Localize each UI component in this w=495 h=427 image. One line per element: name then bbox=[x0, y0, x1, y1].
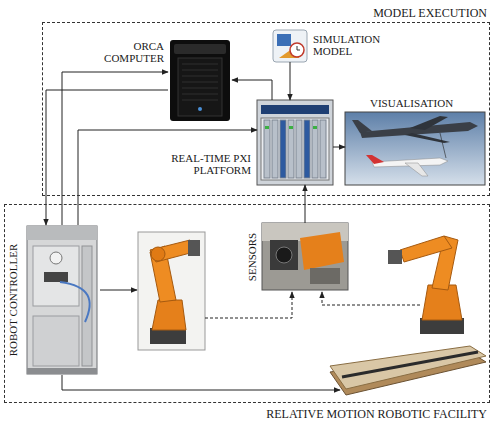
region-title: RELATIVE MOTION ROBOTIC FACILITY bbox=[266, 408, 487, 420]
region-title: MODEL EXECUTION bbox=[373, 7, 487, 19]
sensor-image: SENSORS bbox=[262, 223, 348, 290]
visualisation-screenshot-part bbox=[405, 163, 428, 176]
visualisation-screenshot-part bbox=[345, 112, 485, 185]
computer-image: ORCA COMPUTER bbox=[168, 38, 232, 122]
connector-arrow bbox=[232, 80, 272, 100]
robot-on-track-illustration-part bbox=[400, 236, 452, 262]
robot-arm-photo-part bbox=[138, 232, 205, 350]
robot-controller-cabinet-part bbox=[27, 226, 97, 240]
dashed-region: MODEL EXECUTIONORCA COMPUTERSIMULATION M… bbox=[42, 22, 490, 196]
model-icon: SIMULATION MODEL bbox=[273, 30, 307, 62]
layout-wires-part bbox=[322, 292, 420, 305]
pxi-chassis-illustration bbox=[257, 100, 333, 185]
sensor-photo-part bbox=[300, 232, 344, 270]
robot-controller-cabinet bbox=[27, 226, 97, 374]
visualisation-screenshot-part bbox=[352, 120, 372, 133]
connector-arrow bbox=[78, 130, 257, 225]
orca-computer-illustration-part bbox=[178, 58, 222, 116]
visualisation-screenshot bbox=[345, 112, 485, 185]
simulation-model-icon-part bbox=[277, 34, 291, 46]
simulation-model-icon-part bbox=[290, 43, 304, 57]
pxi-chassis-illustration-part bbox=[320, 120, 326, 178]
vertical-label: ROBOT CONTROLLER bbox=[7, 244, 19, 357]
robot-on-track-illustration-part bbox=[388, 250, 402, 264]
pxi-chassis-illustration-part bbox=[313, 126, 317, 129]
component-label: SIMULATION MODEL bbox=[313, 33, 395, 57]
simulation-model-icon bbox=[273, 30, 307, 62]
component-label: ORCA COMPUTER bbox=[96, 40, 164, 64]
connector-arrow bbox=[333, 147, 345, 148]
robot-arm-photo-part bbox=[150, 240, 194, 262]
sensor-photo-part bbox=[276, 247, 292, 263]
pxi-chassis-illustration-part bbox=[261, 105, 329, 114]
visualisation-screenshot-part bbox=[366, 155, 384, 164]
sensor-photo-part bbox=[270, 240, 298, 270]
orca-computer-illustration-part bbox=[170, 40, 230, 121]
sensor-photo bbox=[262, 223, 348, 290]
orca-computer-illustration-part bbox=[182, 100, 218, 101]
visualisation-screenshot-part bbox=[410, 116, 448, 130]
robot-arm-photo bbox=[138, 232, 205, 350]
orca-computer-illustration-part bbox=[182, 64, 218, 65]
orca-computer-illustration-part bbox=[174, 44, 226, 54]
robot-controller-cabinet-part bbox=[27, 368, 97, 374]
orca-computer-illustration bbox=[170, 40, 230, 121]
robot-arm-photo-part bbox=[188, 240, 200, 256]
visualisation-screenshot-part bbox=[440, 133, 446, 158]
robot-controller-cabinet-part bbox=[33, 316, 79, 366]
sensor-photo-part bbox=[310, 268, 340, 284]
robot-on-track-illustration bbox=[330, 236, 486, 395]
controller-image: ROBOT CONTROLLER bbox=[25, 225, 100, 375]
orca-computer-illustration-part bbox=[198, 107, 202, 111]
robot-controller-cabinet-part bbox=[33, 246, 79, 306]
pxi-image: REAL-TIME PXI PLATFORM bbox=[257, 100, 333, 185]
pxi-chassis-illustration-part bbox=[312, 120, 318, 178]
layout-wires-part bbox=[62, 375, 340, 390]
sensor-photo-part bbox=[262, 223, 348, 290]
pxi-chassis-illustration-part bbox=[264, 120, 270, 178]
orca-computer-illustration-part bbox=[182, 70, 218, 71]
pxi-chassis-illustration-part bbox=[296, 120, 302, 178]
layout-wires bbox=[62, 290, 420, 390]
vertical-label: SENSORS bbox=[246, 232, 258, 280]
pxi-chassis-illustration-part bbox=[304, 120, 310, 178]
robot-on-track-illustration-part bbox=[422, 285, 462, 320]
layout-wires-part bbox=[100, 290, 137, 291]
pxi-chassis-illustration-part bbox=[280, 120, 286, 178]
orca-computer-illustration-part bbox=[182, 94, 218, 95]
layout-wires-part bbox=[205, 292, 292, 318]
robot-controller-cabinet-part bbox=[27, 226, 97, 374]
robot-controller-cabinet-part bbox=[44, 272, 68, 282]
pxi-chassis-illustration-part bbox=[257, 100, 333, 185]
connector-arrow bbox=[290, 62, 291, 100]
orca-computer-illustration-part bbox=[182, 76, 218, 77]
robot-controller-cabinet-part bbox=[50, 252, 62, 264]
visualisation-screenshot-part bbox=[405, 133, 450, 143]
label-frame: SENSORS bbox=[245, 223, 259, 290]
pxi-chassis-illustration-part bbox=[265, 126, 269, 129]
robot-on-track-illustration-part bbox=[330, 346, 486, 389]
orca-computer-illustration-part bbox=[182, 82, 218, 83]
pxi-chassis-illustration-part bbox=[261, 118, 329, 180]
dashed-region: RELATIVE MOTION ROBOTIC FACILITYROBOT CO… bbox=[4, 204, 490, 403]
connector-group bbox=[46, 62, 345, 225]
pxi-chassis-illustration-part bbox=[288, 120, 294, 178]
label-frame: ROBOT CONTROLLER bbox=[5, 225, 21, 375]
simulation-model-icon-part bbox=[273, 30, 307, 62]
component-label: VISUALISATION bbox=[370, 97, 453, 109]
component-label: REAL-TIME PXI PLATFORM bbox=[161, 152, 251, 176]
simulation-model-icon-part bbox=[297, 46, 300, 50]
pxi-chassis-illustration-part bbox=[289, 126, 293, 129]
pxi-chassis-illustration-part bbox=[272, 120, 278, 178]
visualisation-image: VISUALISATION bbox=[345, 112, 485, 185]
robot-on-track-illustration-part bbox=[342, 352, 478, 377]
orca-computer-illustration-part bbox=[182, 88, 218, 89]
robot-arm-photo-part bbox=[151, 247, 165, 261]
robot-arm-photo-part bbox=[152, 300, 186, 330]
